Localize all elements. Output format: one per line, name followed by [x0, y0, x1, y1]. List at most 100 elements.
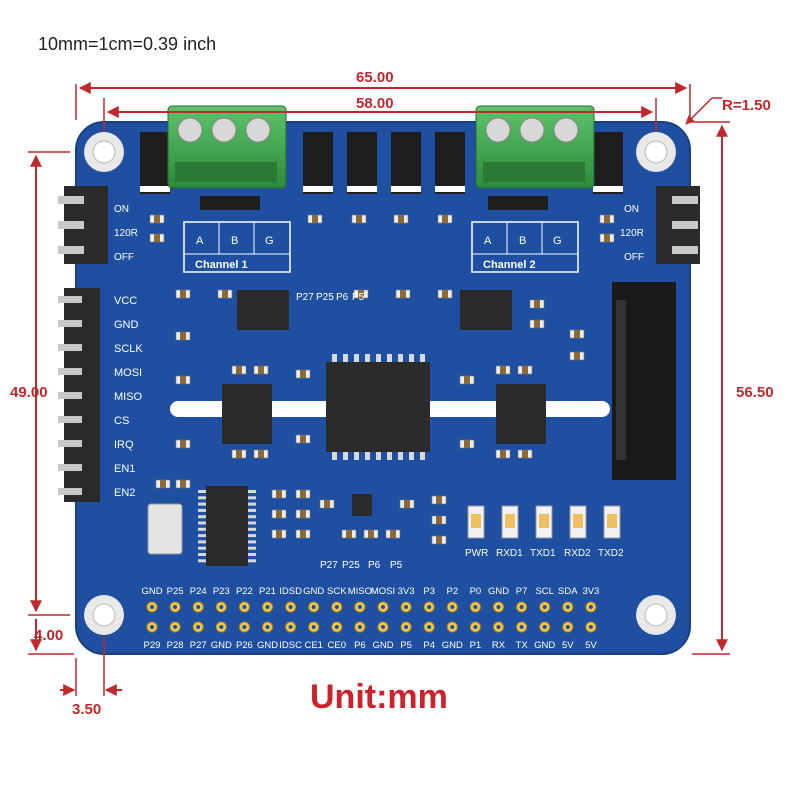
- gpio-bottom-label: TX: [516, 640, 529, 651]
- gpio-top-label: P21: [259, 586, 276, 597]
- pcb-board: A B G Channel 1 A B G Channel 2 ON: [58, 105, 700, 655]
- dimension-bottom-offset: 4.00: [28, 619, 74, 655]
- ch1-terminal-g: G: [265, 235, 274, 247]
- gpio-top-label: P24: [190, 586, 207, 597]
- channel-2-title: Channel 2: [483, 259, 536, 271]
- spi-pin: [58, 296, 82, 303]
- spi-label-en1: EN1: [114, 463, 135, 475]
- ch2-terminal-b: B: [519, 235, 526, 247]
- spi-pin: [58, 440, 82, 447]
- spi-label-sclk: SCLK: [114, 343, 143, 355]
- dim-height-left-label: 49.00: [10, 384, 48, 401]
- mounting-hole-bottom-right: [636, 595, 676, 635]
- gpio-bottom-label: P6: [354, 640, 366, 651]
- gpio-top-label: 3V3: [398, 586, 415, 597]
- spi-pin: [58, 416, 82, 423]
- mounting-hole-bottom-left: [84, 595, 124, 635]
- spi-label-vcc: VCC: [114, 295, 137, 307]
- spi-label-mosi: MOSI: [114, 367, 142, 379]
- gpio-bottom-label: GND: [442, 640, 463, 651]
- dimension-left-offset: 3.50: [60, 636, 122, 718]
- ch1-terminal-a: A: [196, 235, 204, 247]
- gpio-top-label: P7: [516, 586, 528, 597]
- gpio-top-label: IDSD: [279, 586, 302, 597]
- unit-label: Unit:mm: [310, 678, 448, 716]
- isolator-chip-1: [222, 384, 272, 444]
- can-controller-chip: [326, 354, 430, 460]
- mounting-hole-top-left: [84, 132, 124, 172]
- dimension-width-inner: 58.00: [103, 95, 657, 132]
- jumper-p6-bottom: P6: [368, 560, 381, 571]
- ch1-terminal-b: B: [231, 235, 238, 247]
- led-label-pwr: PWR: [465, 548, 488, 559]
- dim-radius-label: R=1.50: [722, 97, 771, 114]
- led-label-rxd1: RXD1: [496, 548, 523, 559]
- gpio-bottom-label: P5: [400, 640, 412, 651]
- jumper-p5-top: P5: [352, 292, 365, 303]
- spi-label-cs: CS: [114, 415, 129, 427]
- right-switch-off: OFF: [624, 252, 644, 263]
- isolator-chip-2: [496, 384, 546, 444]
- left-switch-120r: 120R: [114, 228, 138, 239]
- gpio-top-label: SCK: [327, 586, 347, 597]
- right-switch-120r: 120R: [620, 228, 644, 239]
- gpio-top-label: GND: [141, 586, 162, 597]
- mounting-hole-top-right: [636, 132, 676, 172]
- gpio-bottom-label: P1: [470, 640, 482, 651]
- dimension-corner-radius: R=1.50: [685, 97, 771, 125]
- dim-width-outer-label: 65.00: [356, 69, 394, 86]
- gpio-top-label: GND: [488, 586, 509, 597]
- dim-bottom-offset-label: 4.00: [34, 627, 63, 644]
- gpio-top-label: 3V3: [582, 586, 599, 597]
- ch2-terminal-g: G: [553, 235, 562, 247]
- level-shifter-chip: [198, 486, 256, 566]
- gpio-bottom-label: GND: [372, 640, 393, 651]
- gpio-bottom-label: RX: [492, 640, 506, 651]
- gpio-top-label: P2: [446, 586, 458, 597]
- jumper-p27-top: P27: [296, 292, 314, 303]
- left-termination-switch: ON 120R OFF: [58, 186, 138, 264]
- scale-note: 10mm=1cm=0.39 inch: [38, 34, 216, 54]
- dimension-height-left: 49.00: [10, 151, 70, 616]
- gpio-header: GNDP29P25P28P24P27P23GNDP22P26P21GNDIDSD…: [141, 586, 599, 651]
- spi-pin: [58, 464, 82, 471]
- spi-label-en2: EN2: [114, 487, 135, 499]
- dim-height-right-label: 56.50: [736, 384, 774, 401]
- gpio-bottom-label: 5V: [585, 640, 597, 651]
- gpio-bottom-label: GND: [257, 640, 278, 651]
- jumper-p25-top: P25: [316, 292, 334, 303]
- gpio-top-label: P25: [167, 586, 184, 597]
- gpio-bottom-label: P29: [144, 640, 161, 651]
- gpio-top-label: SCL: [535, 586, 553, 597]
- jumper-p6-top: P6: [336, 292, 349, 303]
- spi-label-irq: IRQ: [114, 439, 134, 451]
- power-module: [612, 282, 676, 480]
- gpio-bottom-label: GND: [534, 640, 555, 651]
- ch2-terminal-a: A: [484, 235, 492, 247]
- spi-pin: [58, 344, 82, 351]
- spi-pin: [58, 488, 82, 495]
- gpio-top-label: P0: [470, 586, 482, 597]
- gpio-bottom-label: CE0: [328, 640, 346, 651]
- gpio-bottom-label: GND: [211, 640, 232, 651]
- gpio-bottom-label: P28: [167, 640, 184, 651]
- led-label-txd1: TXD1: [530, 548, 556, 559]
- gpio-bottom-label: IDSC: [279, 640, 302, 651]
- terminal-block-channel-2: [475, 105, 595, 189]
- gpio-top-label: MISO: [348, 586, 372, 597]
- gpio-top-label: P22: [236, 586, 253, 597]
- jumper-p5-bottom: P5: [390, 560, 403, 571]
- gpio-bottom-label: P4: [423, 640, 435, 651]
- left-switch-off: OFF: [114, 252, 134, 263]
- dim-left-offset-label: 3.50: [72, 701, 101, 718]
- right-switch-on: ON: [624, 204, 639, 215]
- gpio-top-label: GND: [303, 586, 324, 597]
- gpio-bottom-label: P26: [236, 640, 253, 651]
- jumper-p25-bottom: P25: [342, 560, 360, 571]
- left-switch-on: ON: [114, 204, 129, 215]
- gpio-top-label: SDA: [558, 586, 578, 597]
- right-termination-switch: ON 120R OFF: [620, 186, 700, 264]
- channel-1-label-box: A B G Channel 1: [183, 221, 291, 273]
